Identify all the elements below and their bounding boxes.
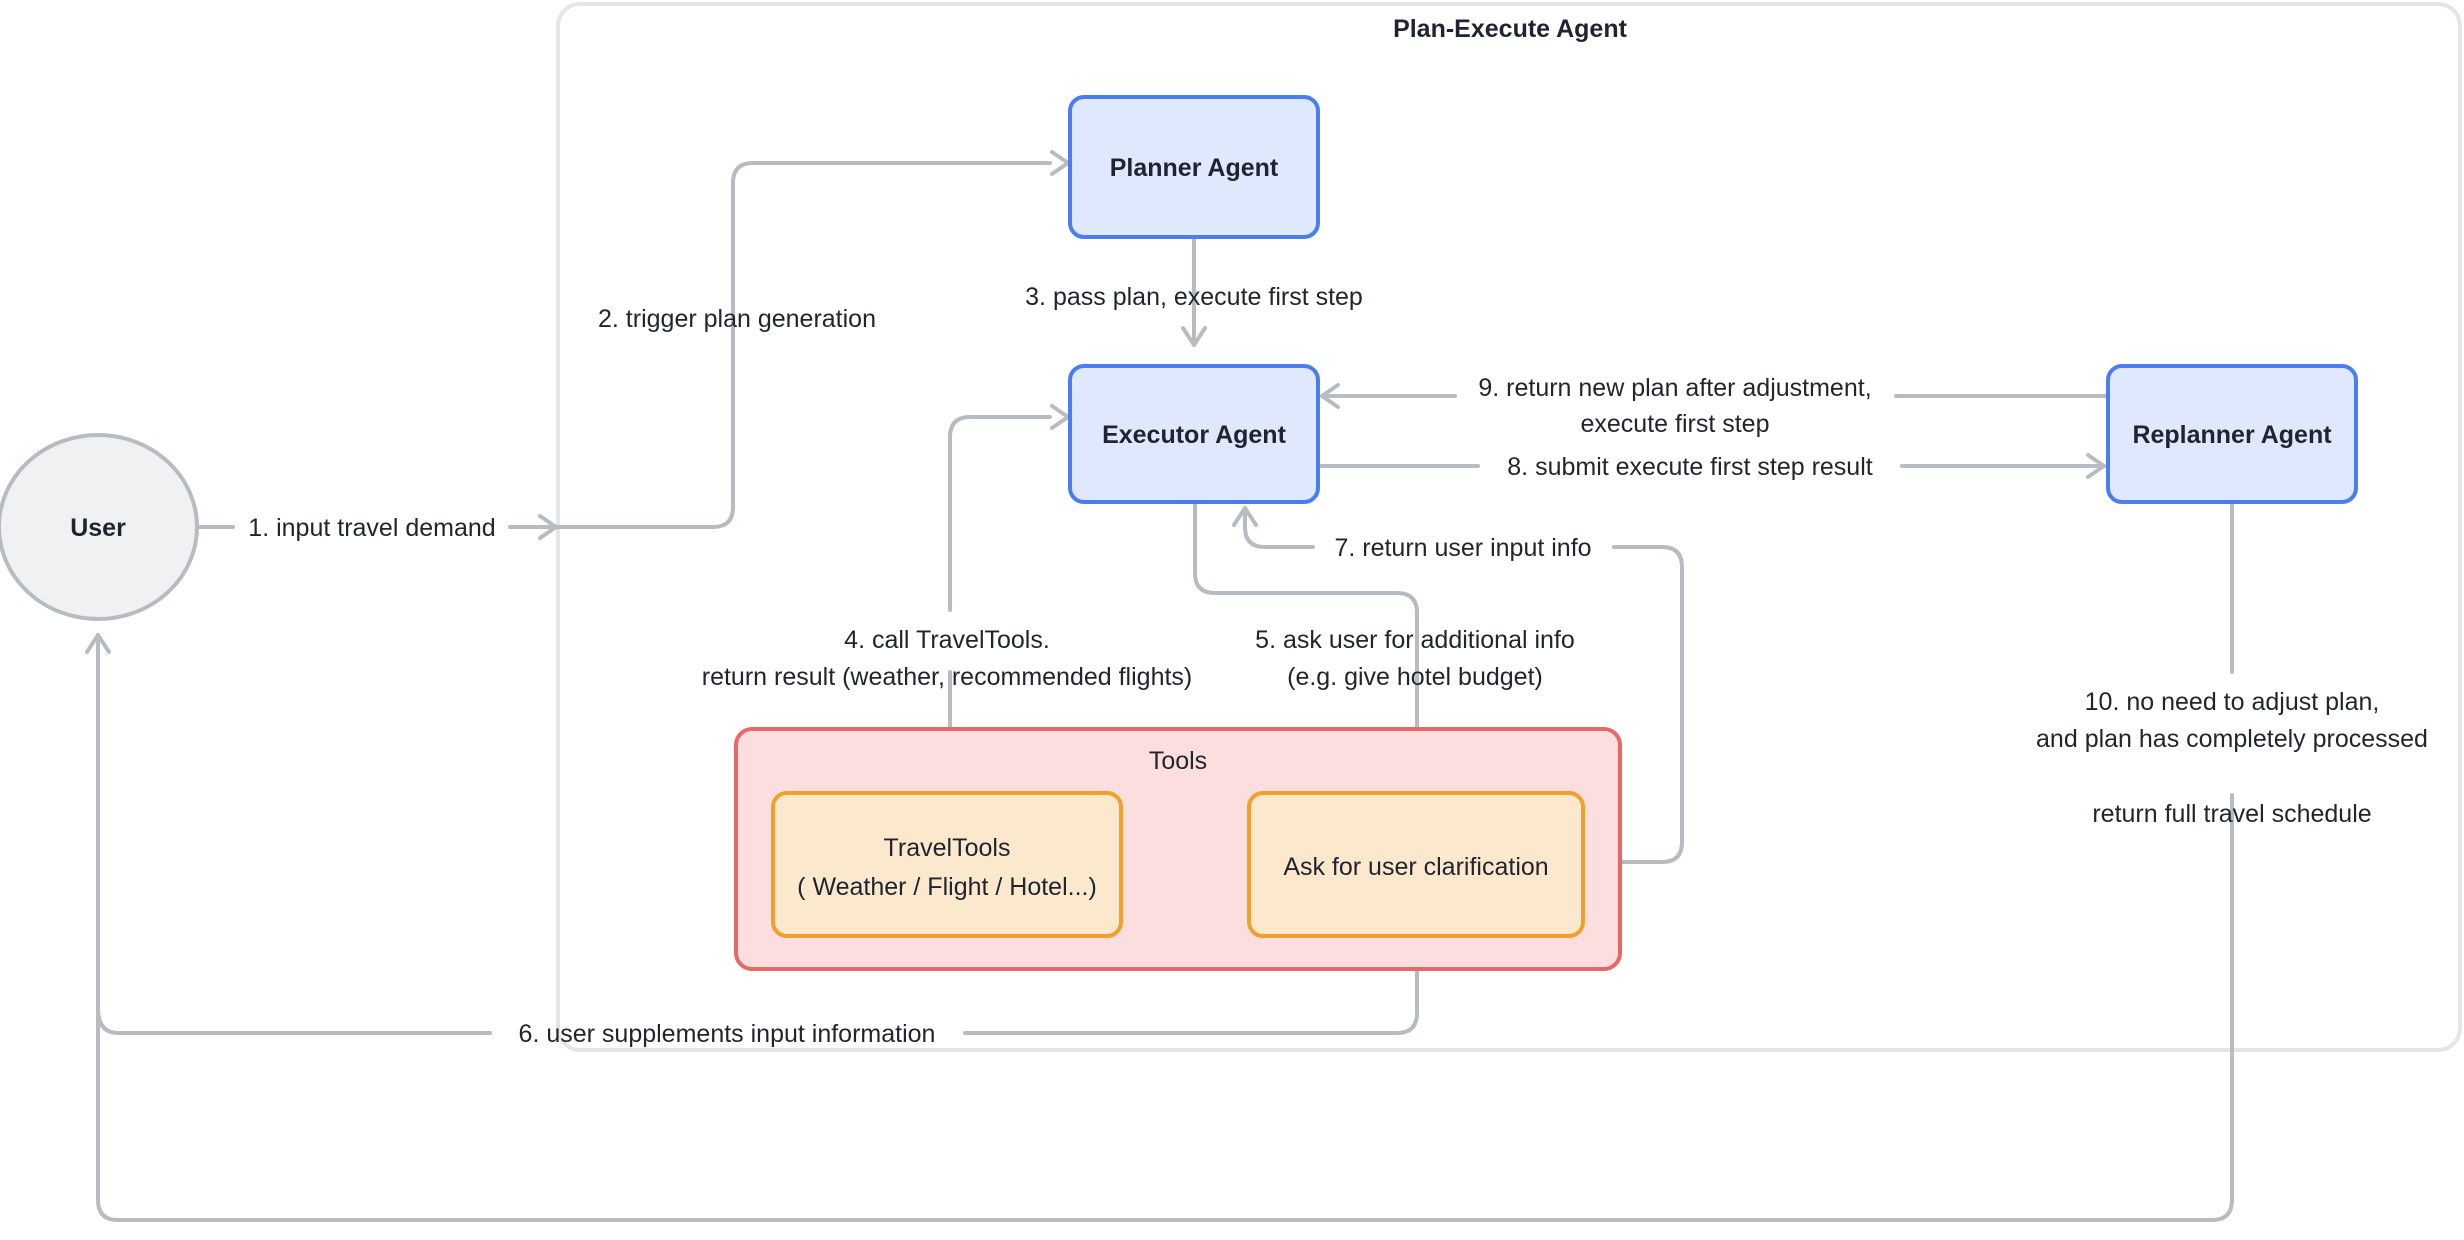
node-executor-agent[interactable]: Executor Agent [1068,364,1320,504]
edge-4-label-line1: 4. call TravelTools. [844,626,1050,654]
edge-10-no-need-to-adjust-plan [85,499,2234,1222]
edge-5-label-line2: (e.g. give hotel budget) [1287,663,1543,691]
replanner-agent-box[interactable] [2106,364,2358,504]
edge-3-pass-plan-execute-first-step [1181,235,1207,347]
edge-2-label: 2. trigger plan generation [598,305,876,333]
edge-6-label: 6. user supplements input information [519,1020,936,1048]
node-user-label: User [70,514,126,542]
edge-10-label-line1: 10. no need to adjust plan, [2085,688,2380,716]
group-tools-title: Tools [1149,747,1207,775]
node-ask-for-user-clarification-label: Ask for user clarification [1283,853,1548,881]
executor-agent-box[interactable] [1068,364,1320,504]
node-travel-tools-label-line2: ( Weather / Flight / Hotel...) [797,873,1097,901]
node-travel-tools-label-line1: TravelTools [884,834,1011,862]
node-travel-tools[interactable]: TravelTools ( Weather / Flight / Hotel..… [771,791,1123,938]
edge-3-label: 3. pass plan, execute first step [1025,283,1363,311]
node-replanner-agent-label: Replanner Agent [2132,421,2332,449]
edge-10-label-line2: and plan has completely processed [2036,725,2428,753]
node-ask-for-user-clarification[interactable]: Ask for user clarification [1247,791,1585,938]
edge-4-label-line2: return result (weather, recommended flig… [702,663,1193,691]
node-user[interactable]: User [0,433,199,621]
edge-5-label-line1: 5. ask user for additional info [1255,626,1575,654]
edge-9-label-line1: 9. return new plan after adjustment, [1478,374,1871,402]
travel-tools-box[interactable] [771,791,1123,938]
edge-9-label-line2: execute first step [1581,410,1770,438]
edge-1-label: 1. input travel demand [248,514,495,542]
node-replanner-agent[interactable]: Replanner Agent [2106,364,2358,504]
edge-9-return-new-plan-after-adjustment [1320,383,2112,409]
edge-10-label-line3: return full travel schedule [2092,800,2371,828]
edge-8-submit-execute-first-step-result [1316,453,2106,479]
ask-for-user-clarification-box[interactable] [1247,791,1585,938]
user-ellipse[interactable] [0,433,199,621]
node-planner-agent[interactable]: Planner Agent [1068,95,1320,239]
group-plan-execute-agent-title: Plan-Execute Agent [1393,15,1628,43]
edge-7-label: 7. return user input info [1334,534,1591,562]
node-executor-agent-label: Executor Agent [1102,421,1287,449]
node-planner-agent-label: Planner Agent [1110,154,1279,182]
edge-8-label: 8. submit execute first step result [1507,453,1872,481]
edge-7-return-user-input-info [1232,506,1684,864]
planner-agent-box[interactable] [1068,95,1320,239]
